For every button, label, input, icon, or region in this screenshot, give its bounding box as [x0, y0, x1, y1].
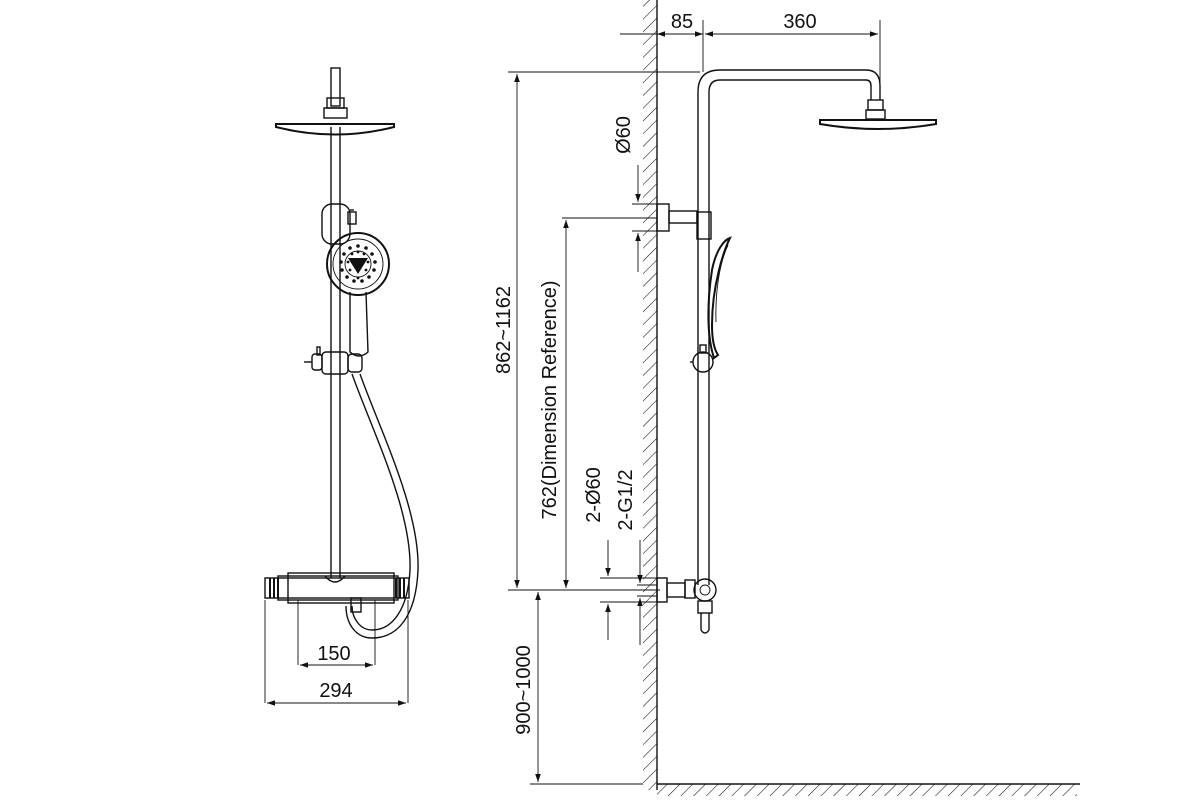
dim-mixer-width: 294: [267, 680, 406, 706]
upper-holder: [321, 203, 357, 245]
wall: [643, 0, 1080, 796]
label-reference: 762(Dimension Reference): [539, 280, 561, 519]
top-connector: [323, 67, 348, 119]
label-height-range: 862~1162: [493, 286, 515, 374]
overhead-head-side: [819, 99, 937, 130]
side-view: 85 360 Ø60 862~1162 762(Dimension Refere…: [493, 0, 1080, 796]
dim-flange: 2-Ø60 2-G1/2: [583, 467, 657, 645]
overhead-shower-head: [275, 123, 395, 136]
label-mixer-width: 294: [319, 680, 352, 702]
front-view: 150 294: [264, 67, 419, 706]
wall-bracket: [656, 203, 712, 240]
hose: [345, 373, 419, 639]
riser-pipe: [697, 69, 881, 585]
label-inlet-spacing: 150: [317, 643, 350, 665]
label-arm-length: 360: [783, 11, 816, 33]
hand-shower-front: [326, 232, 390, 357]
label-flange-dia: 2-Ø60: [583, 467, 605, 523]
dim-reference: 762(Dimension Reference): [539, 217, 657, 588]
dim-inlet-spacing: 150: [300, 643, 373, 668]
dim-height-range: 862~1162: [493, 71, 700, 591]
slider-bracket: [304, 346, 363, 375]
mixer-side: [656, 577, 717, 634]
label-thread: 2-G1/2: [615, 469, 637, 530]
hand-shower-side: [690, 236, 732, 373]
label-bracket-dia: Ø60: [613, 116, 635, 154]
dim-bracket-dia: Ø60: [613, 116, 657, 272]
dim-arm: 85 360: [620, 11, 881, 100]
label-install-height: 900~1000: [513, 645, 535, 735]
dim-install-height: 900~1000: [513, 592, 643, 785]
label-arm-offset: 85: [671, 11, 693, 33]
thermostatic-mixer: [264, 572, 410, 703]
